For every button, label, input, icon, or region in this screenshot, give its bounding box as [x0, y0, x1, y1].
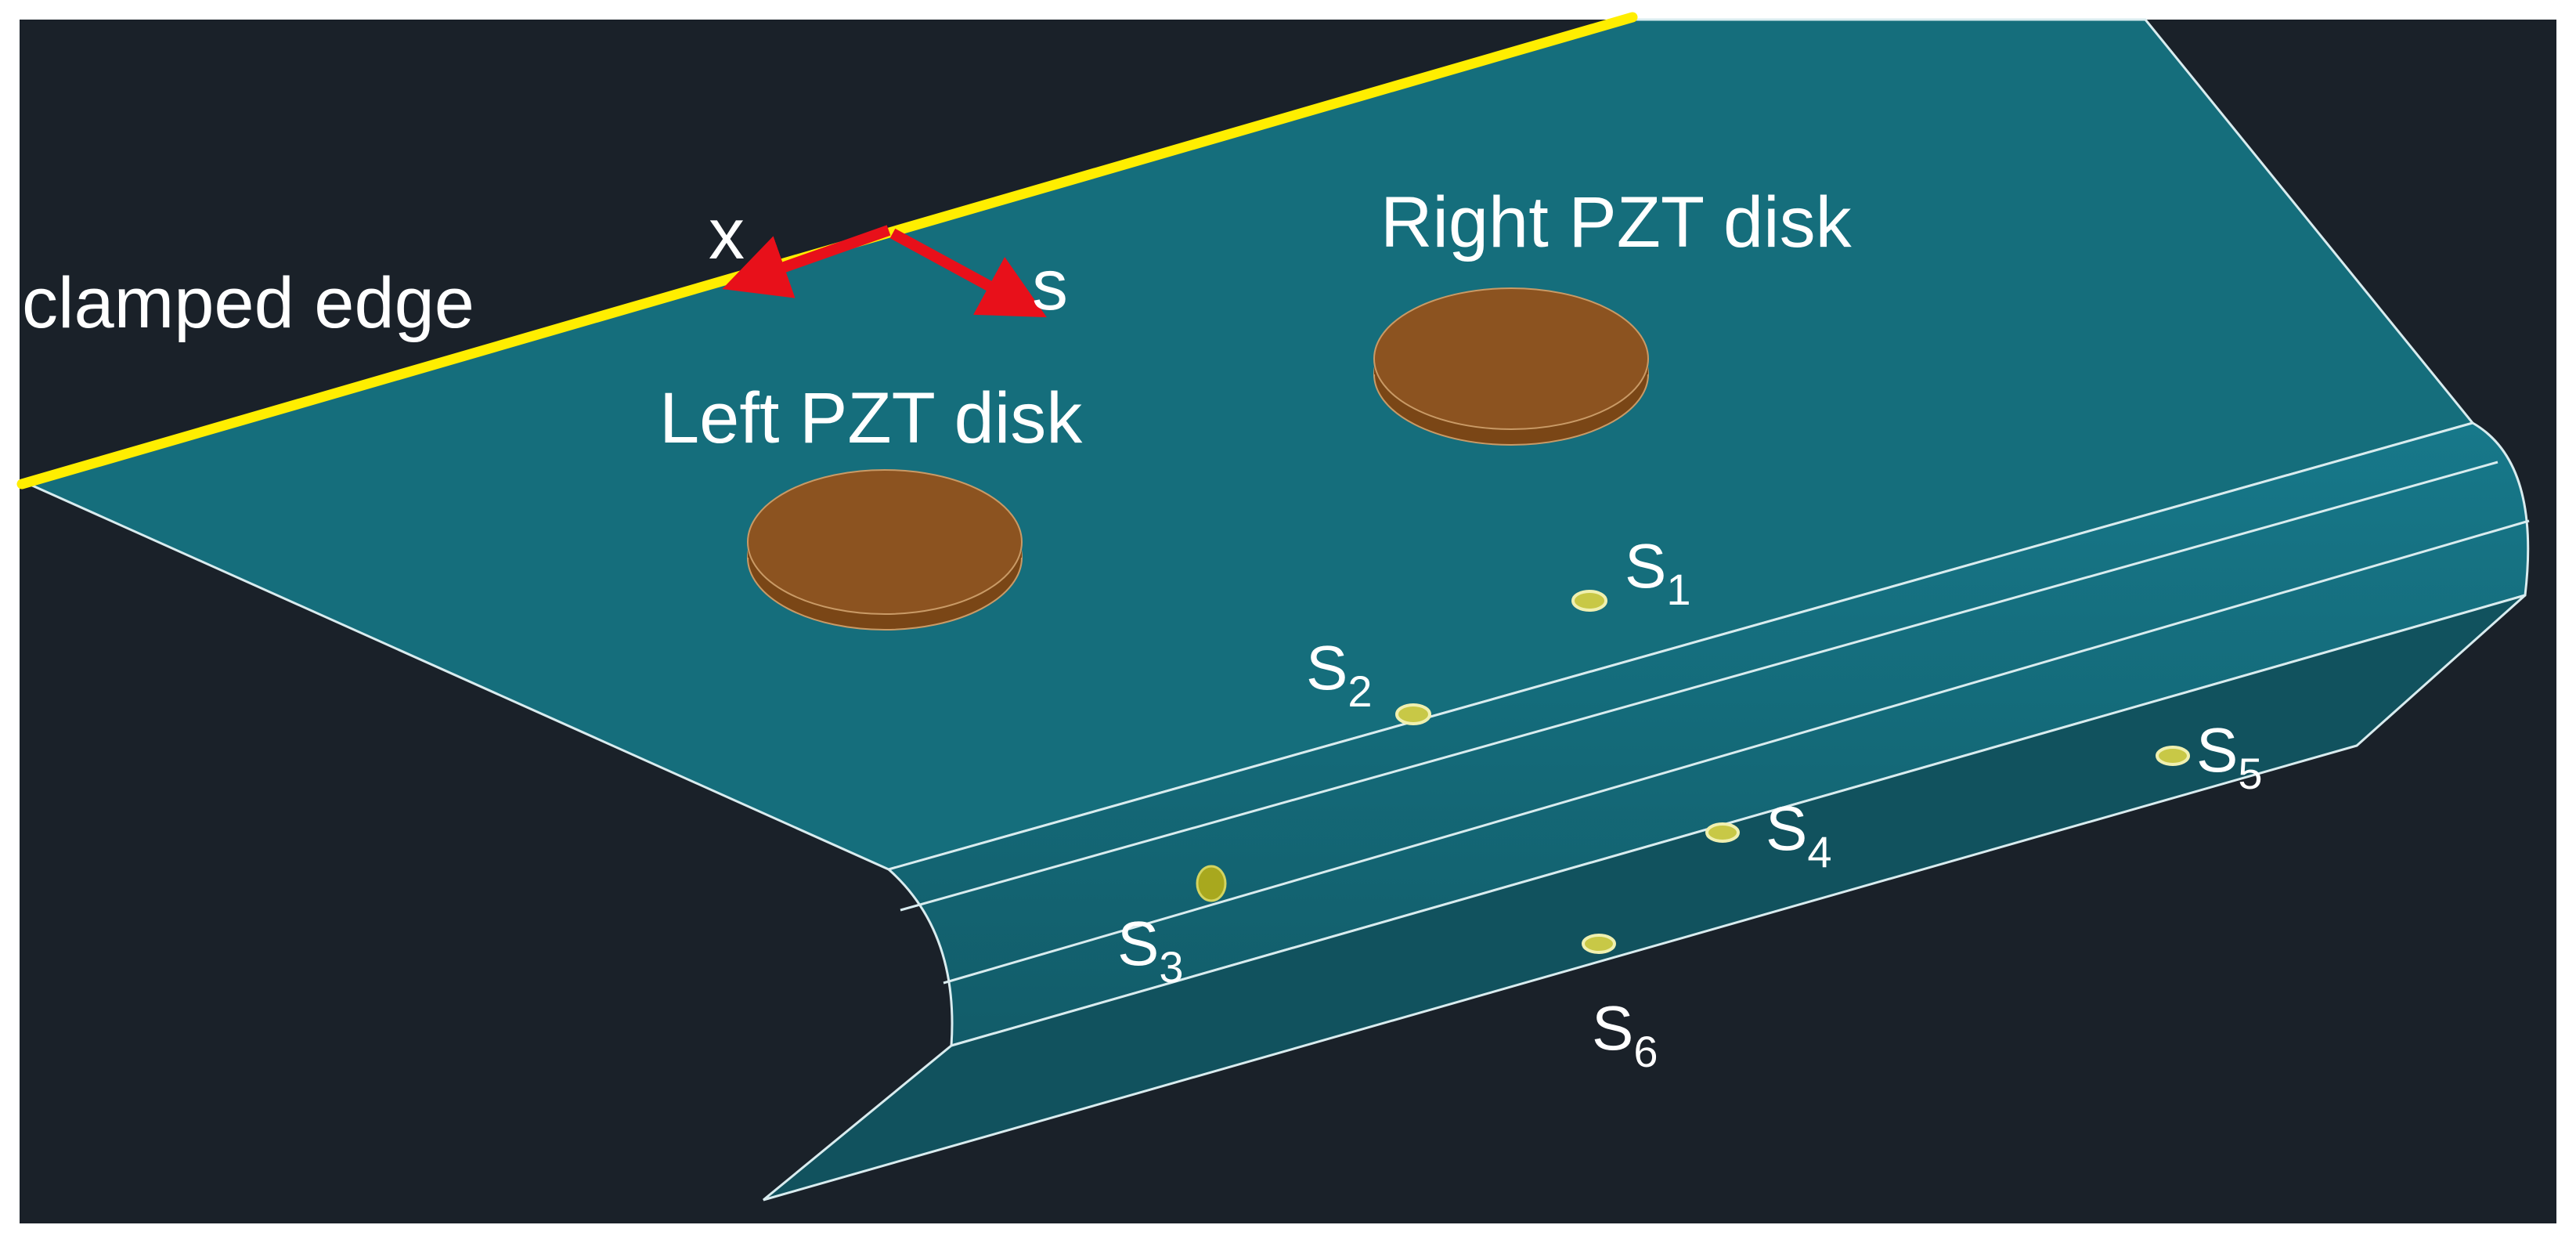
sensor-s1-label: S1 [1625, 531, 1691, 614]
clamped-edge-label: clamped edge [22, 263, 474, 343]
sensor-s1-marker [1571, 590, 1607, 612]
bend-line [900, 461, 2498, 912]
x-axis-label: x [709, 194, 745, 274]
sensor-s5-marker [2156, 746, 2190, 766]
sensor-s2-marker [1395, 703, 1431, 725]
s-axis-label: s [1032, 245, 1068, 325]
sensor-s6-marker [1582, 934, 1616, 954]
s-axis-arrow [889, 228, 1047, 318]
right-pzt-disk-label: Right PZT disk [1380, 182, 1853, 262]
sensor-s3-label: S3 [1117, 909, 1184, 992]
bend-line [943, 519, 2530, 985]
left-pzt-disk-label: Left PZT disk [659, 378, 1083, 458]
sensor-s3-marker [1196, 865, 1227, 902]
left-pzt-disk [747, 469, 1023, 631]
plate-lower-flange [763, 594, 2526, 1201]
sensor-s4-marker [1705, 822, 1740, 843]
sensor-s2-label: S2 [1306, 633, 1373, 716]
sensor-s5-label: S5 [2196, 715, 2263, 798]
sensor-s6-label: S6 [1592, 993, 1658, 1076]
x-axis-arrow [722, 225, 891, 298]
sensor-s4-label: S4 [1766, 793, 1832, 876]
right-pzt-disk [1373, 287, 1649, 446]
